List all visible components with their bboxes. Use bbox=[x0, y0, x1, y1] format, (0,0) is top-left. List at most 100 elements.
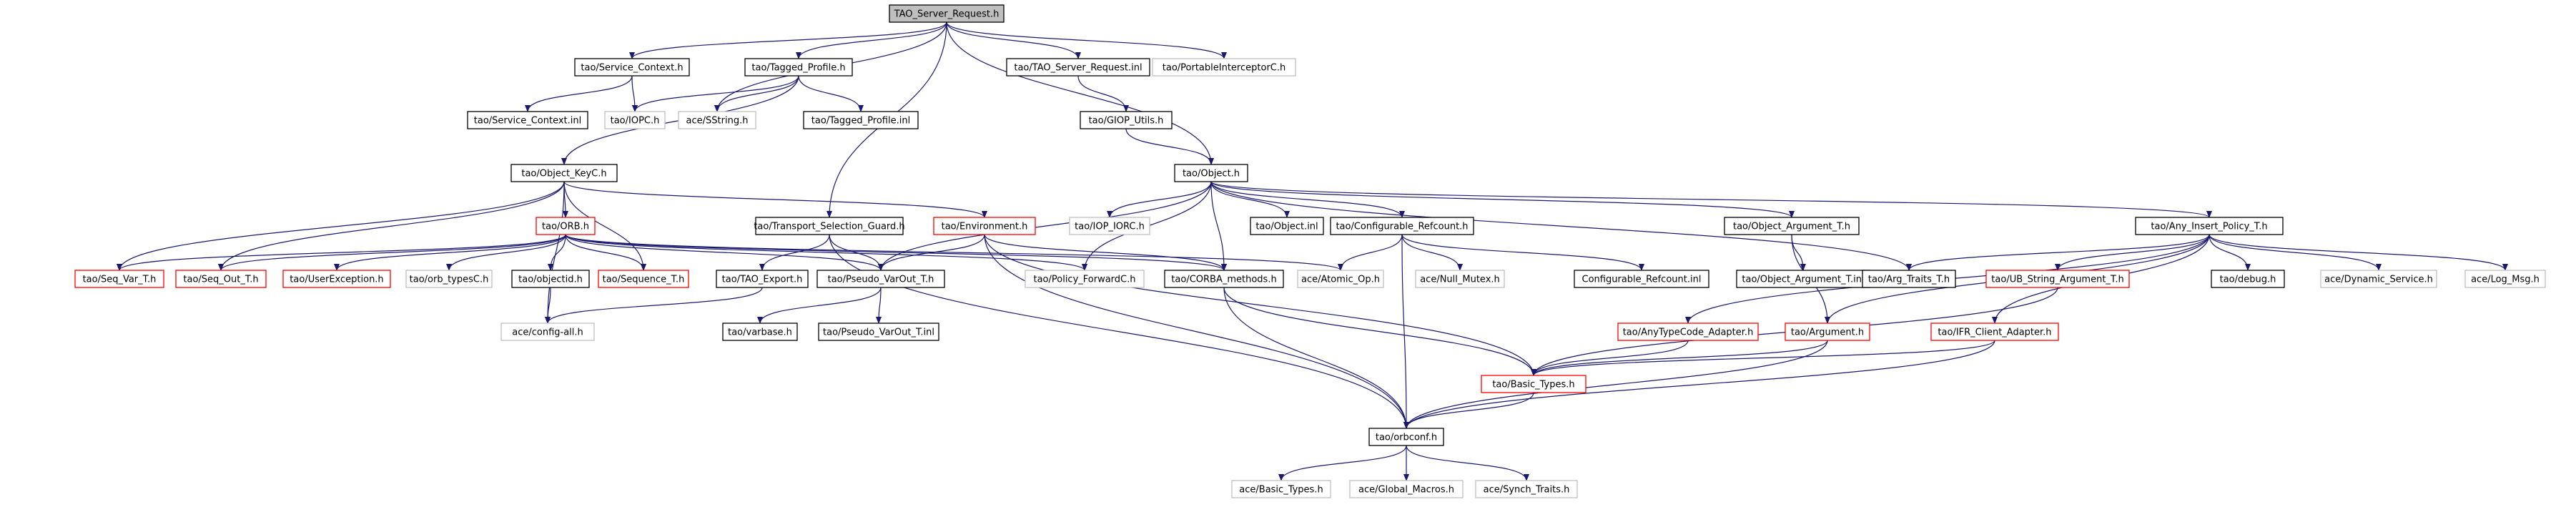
edge-tao-server-request-h-to-tao-object-h bbox=[946, 21, 1214, 165]
node-tao-debug-h[interactable]: tao/debug.h bbox=[2211, 270, 2285, 288]
node-label: tao/Object.inl bbox=[1255, 222, 1318, 232]
node-tao-corba-methods-h[interactable]: tao/CORBA_methods.h bbox=[1164, 270, 1284, 288]
node-box bbox=[716, 270, 809, 288]
node-label: ace/Log_Msg.h bbox=[2471, 275, 2540, 285]
node-tao-tao-export-h[interactable]: tao/TAO_Export.h bbox=[716, 270, 809, 288]
edge-tao-ifr-client-adapter-h-to-tao-orbconf-h bbox=[1403, 340, 1995, 429]
node-tao-service-context-h[interactable]: tao/Service_Context.h bbox=[574, 58, 690, 77]
node-tao-policy-forwardc-h[interactable]: tao/Policy_ForwardC.h bbox=[1025, 270, 1145, 288]
edge-tao-tagged-profile-h-to-tao-tagged-profile-inl bbox=[798, 75, 864, 112]
node-tao-tao-server-request-inl[interactable]: tao/TAO_Server_Request.inl bbox=[1006, 58, 1150, 77]
edge-tao-server-request-h-to-tao-portableinterceptorc-h bbox=[946, 21, 1227, 59]
node-tao-transport-selection-guard-h[interactable]: tao/Transport_Selection_Guard.h bbox=[754, 217, 905, 235]
node-tao-pseudo-varout-t-h[interactable]: tao/Pseudo_VarOut_T.h bbox=[816, 270, 945, 288]
node-tao-userexception-h[interactable]: tao/UserException.h bbox=[282, 270, 391, 288]
node-ace-global-macros-h[interactable]: ace/Global_Macros.h bbox=[1349, 480, 1464, 498]
node-tao-object-inl[interactable]: tao/Object.inl bbox=[1250, 217, 1324, 235]
node-label: tao/Tagged_Profile.inl bbox=[811, 116, 910, 127]
node-tao-ub-string-argument-t-h[interactable]: tao/UB_String_Argument_T.h bbox=[1985, 270, 2130, 288]
edge-tao-orbconf-h-to-ace-synch-traits-h bbox=[1406, 445, 1529, 481]
node-label: ace/Null_Mutex.h bbox=[1420, 275, 1500, 285]
node-ace-sstring-h[interactable]: ace/SString.h bbox=[678, 111, 756, 129]
node-label: tao/TAO_Server_Request.inl bbox=[1014, 63, 1142, 74]
node-tao-orb-h[interactable]: tao/ORB.h bbox=[536, 217, 596, 235]
node-ace-log-msg-h[interactable]: ace/Log_Msg.h bbox=[2464, 270, 2546, 288]
node-ace-atomic-op-h[interactable]: ace/Atomic_Op.h bbox=[1297, 270, 1384, 288]
node-tao-any-insert-policy-t-h[interactable]: tao/Any_Insert_Policy_T.h bbox=[2135, 217, 2284, 235]
edge-tao-configurable-refcount-h-to-ace-null-mutex-h bbox=[1401, 234, 1463, 271]
node-tao-environment-h[interactable]: tao/Environment.h bbox=[933, 217, 1036, 235]
node-tao-basic-types-h[interactable]: tao/Basic_Types.h bbox=[1481, 375, 1586, 393]
edge-tao-orb-h-to-tao-orb-typesc-h bbox=[446, 234, 566, 271]
node-tao-object-argument-t-inl[interactable]: tao/Object_Argument_T.inl bbox=[1736, 270, 1870, 288]
edge-tao-server-request-h-to-tao-service-context-h bbox=[629, 21, 947, 59]
edge-tao-object-h-to-tao-iop-iorc-h bbox=[1107, 181, 1212, 218]
node-tao-ifr-client-adapter-h[interactable]: tao/IFR_Client_Adapter.h bbox=[1930, 323, 2059, 341]
node-label: ace/Dynamic_Service.h bbox=[2324, 275, 2433, 285]
node-tao-object-h[interactable]: tao/Object.h bbox=[1174, 164, 1248, 182]
edge-tao-ifr-client-adapter-h-to-tao-basic-types-h bbox=[1531, 340, 1995, 376]
node-label: tao/PortableInterceptorC.h bbox=[1163, 63, 1285, 74]
node-box bbox=[1481, 375, 1586, 393]
node-label: tao/UB_String_Argument_T.h bbox=[1991, 275, 2123, 285]
edge-tao-orb-h-to-ace-atomic-op-h bbox=[565, 234, 1343, 271]
node-tao-seq-out-t-h[interactable]: tao/Seq_Out_T.h bbox=[175, 270, 267, 288]
node-tao-tagged-profile-h[interactable]: tao/Tagged_Profile.h bbox=[744, 58, 853, 77]
node-tao-anytypecode-adapter-h[interactable]: tao/AnyTypeCode_Adapter.h bbox=[1617, 323, 1759, 341]
node-box bbox=[744, 58, 853, 77]
node-box bbox=[467, 111, 588, 129]
node-box bbox=[1862, 270, 1956, 288]
node-configurable-refcount-inl[interactable]: Configurable_Refcount.inl bbox=[1574, 270, 1709, 288]
node-label: Configurable_Refcount.inl bbox=[1582, 275, 1702, 285]
node-tao-portableinterceptorc-h[interactable]: tao/PortableInterceptorC.h bbox=[1152, 58, 1296, 77]
node-box bbox=[2211, 270, 2285, 288]
node-label: tao/varbase.h bbox=[728, 328, 792, 338]
node-tao-arg-traits-t-h[interactable]: tao/Arg_Traits_T.h bbox=[1862, 270, 1956, 288]
node-tao-seq-var-t-h[interactable]: tao/Seq_Var_T.h bbox=[74, 270, 164, 288]
node-box bbox=[755, 217, 904, 235]
node-tao-tagged-profile-inl[interactable]: tao/Tagged_Profile.inl bbox=[803, 111, 919, 129]
node-tao-objectid-h[interactable]: tao/objectid.h bbox=[511, 270, 590, 288]
node-box bbox=[1785, 323, 1870, 341]
node-box bbox=[818, 323, 939, 341]
edge-tao-configurable-refcount-h-to-configurable-refcount-inl bbox=[1401, 234, 1644, 271]
node-tao-iopc-h[interactable]: tao/IOPC.h bbox=[604, 111, 666, 129]
edge-tao-orb-h-to-tao-userexception-h bbox=[334, 234, 566, 271]
edge-tao-object-argument-t-h-to-tao-object-argument-t-inl bbox=[1791, 234, 1806, 271]
node-tao-configurable-refcount-h[interactable]: tao/Configurable_Refcount.h bbox=[1330, 217, 1474, 235]
node-tao-iop-iorc-h[interactable]: tao/IOP_IORC.h bbox=[1069, 217, 1150, 235]
node-tao-sequence-t-h[interactable]: tao/Sequence_T.h bbox=[598, 270, 689, 288]
node-label: ace/Global_Macros.h bbox=[1358, 485, 1454, 496]
node-ace-config-all-h[interactable]: ace/config-all.h bbox=[500, 323, 595, 341]
edge-tao-orb-h-to-tao-seq-var-t-h bbox=[117, 234, 566, 271]
node-label: tao/Any_Insert_Policy_T.h bbox=[2151, 222, 2267, 232]
edge-tao-object-keyc-h-to-tao-seq-out-t-h bbox=[218, 181, 565, 271]
node-label: tao/debug.h bbox=[2220, 275, 2276, 285]
node-ace-basic-types-h[interactable]: ace/Basic_Types.h bbox=[1231, 480, 1331, 498]
node-tao-giop-utils-h[interactable]: tao/GIOP_Utils.h bbox=[1080, 111, 1173, 129]
edge-tao-configurable-refcount-h-to-ace-atomic-op-h bbox=[1338, 234, 1403, 271]
node-ace-null-mutex-h[interactable]: ace/Null_Mutex.h bbox=[1415, 270, 1505, 288]
edge-tao-environment-h-to-tao-orbconf-h bbox=[984, 234, 1409, 429]
node-ace-dynamic-service-h[interactable]: ace/Dynamic_Service.h bbox=[2320, 270, 2437, 288]
node-tao-orb-typesc-h[interactable]: tao/orb_typesC.h bbox=[405, 270, 493, 288]
node-box bbox=[1025, 270, 1145, 288]
edge-tao-object-keyc-h-to-tao-environment-h bbox=[563, 181, 987, 218]
node-tao-object-keyc-h[interactable]: tao/Object_KeyC.h bbox=[510, 164, 618, 182]
node-box bbox=[1724, 217, 1860, 235]
node-label: tao/Object_Argument_T.h bbox=[1733, 222, 1850, 232]
node-box bbox=[722, 323, 798, 341]
node-tao-varbase-h[interactable]: tao/varbase.h bbox=[722, 323, 798, 341]
node-tao-orbconf-h[interactable]: tao/orbconf.h bbox=[1368, 428, 1444, 446]
node-tao-server-request-h[interactable]: TAO_Server_Request.h bbox=[889, 4, 1005, 23]
node-tao-service-context-inl[interactable]: tao/Service_Context.inl bbox=[467, 111, 588, 129]
node-tao-pseudo-varout-t-inl[interactable]: tao/Pseudo_VarOut_T.inl bbox=[818, 323, 939, 341]
edge-tao-environment-h-to-tao-basic-types-h bbox=[984, 234, 1536, 376]
node-tao-argument-h[interactable]: tao/Argument.h bbox=[1785, 323, 1870, 341]
node-box bbox=[1736, 270, 1870, 288]
node-ace-synch-traits-h[interactable]: ace/Synch_Traits.h bbox=[1475, 480, 1578, 498]
edge-tao-anytypecode-adapter-h-to-tao-basic-types-h bbox=[1531, 340, 1689, 376]
node-tao-object-argument-t-h[interactable]: tao/Object_Argument_T.h bbox=[1724, 217, 1860, 235]
node-box bbox=[2464, 270, 2546, 288]
